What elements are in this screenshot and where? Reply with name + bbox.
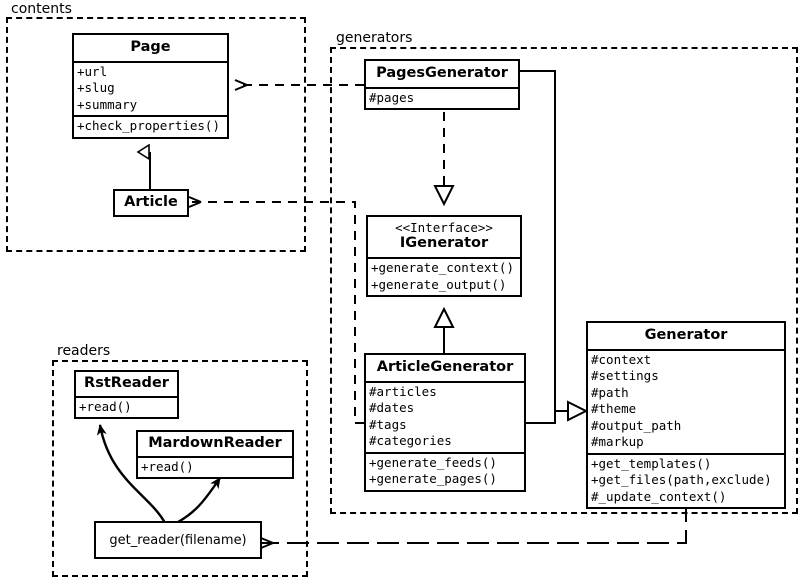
attribute: +slug [77, 80, 115, 96]
package-contents-label: contents [8, 2, 75, 16]
method: #_update_context() [591, 488, 727, 504]
class-pagesgenerator-name: PagesGenerator [376, 65, 508, 81]
class-page-name: Page [130, 39, 171, 55]
class-article[interactable]: Article [113, 189, 189, 217]
attribute: #markup [591, 434, 644, 450]
class-article-name: Article [124, 194, 178, 210]
attribute: +summary [77, 96, 138, 112]
attribute: #settings [591, 368, 659, 384]
class-igenerator-name: <<Interface>> IGenerator [368, 217, 520, 257]
class-articlegenerator-attributes: #articles #dates #tags #categories [366, 380, 524, 452]
method: +generate_context() [371, 260, 514, 276]
attribute: #articles [369, 383, 437, 399]
class-generator-attributes: #context #settings #path #theme #output_… [588, 348, 784, 453]
class-page[interactable]: Page +url +slug +summary +check_properti… [72, 33, 229, 139]
class-rstreader[interactable]: RstReader +read() [74, 370, 179, 420]
function-get-reader-label: get_reader(filename) [109, 532, 247, 548]
attribute: #context [591, 351, 652, 367]
method: +get_templates() [591, 455, 712, 471]
method: +read() [141, 458, 194, 474]
package-contents-border [6, 17, 306, 252]
class-articlegenerator-methods: +generate_feeds() +generate_pages() [366, 451, 524, 490]
attribute: +url [77, 63, 108, 79]
package-readers [52, 360, 308, 577]
attribute: #dates [369, 400, 415, 416]
class-articlegenerator[interactable]: ArticleGenerator #articles #dates #tags … [364, 353, 526, 492]
package-readers-label: readers [54, 344, 114, 358]
class-markdownreader-name: MardownReader [148, 435, 282, 451]
class-page-attributes: +url +slug +summary [74, 60, 227, 116]
method: +generate_pages() [369, 471, 497, 487]
attribute: #tags [369, 416, 407, 432]
class-rstreader-methods: +read() [76, 395, 177, 418]
class-igenerator-title: IGenerator [399, 235, 489, 252]
class-igenerator-methods: +generate_context() +generate_output() [368, 257, 520, 295]
method: +get_files(path,exclude) [591, 472, 772, 488]
package-readers-border [52, 360, 308, 577]
package-contents [6, 17, 306, 252]
class-generator-name: Generator [644, 327, 728, 343]
attribute: #output_path [591, 417, 682, 433]
method: +check_properties() [77, 118, 220, 134]
attribute: #categories [369, 433, 452, 449]
class-generator-methods: +get_templates() +get_files(path,exclude… [588, 452, 784, 508]
class-generator[interactable]: Generator #context #settings #path #them… [586, 321, 786, 510]
class-pagesgenerator[interactable]: PagesGenerator #pages [364, 59, 520, 111]
attribute: #path [591, 384, 629, 400]
method: +generate_feeds() [369, 454, 497, 470]
class-rstreader-name: RstReader [84, 375, 169, 391]
class-igenerator[interactable]: <<Interface>> IGenerator +generate_conte… [366, 215, 522, 298]
class-pagesgenerator-attributes: #pages [366, 86, 518, 109]
attribute: #theme [591, 401, 637, 417]
class-page-methods: +check_properties() [74, 115, 227, 137]
class-igenerator-stereotype: <<Interface>> [395, 220, 493, 235]
method: +generate_output() [371, 276, 507, 292]
class-markdownreader[interactable]: MardownReader +read() [136, 430, 294, 480]
attribute: #pages [369, 89, 415, 105]
class-markdownreader-methods: +read() [138, 455, 292, 478]
method: +read() [79, 398, 132, 414]
package-generators-label: generators [333, 31, 416, 45]
class-articlegenerator-name: ArticleGenerator [376, 359, 514, 375]
function-get-reader[interactable]: get_reader(filename) [94, 521, 262, 559]
